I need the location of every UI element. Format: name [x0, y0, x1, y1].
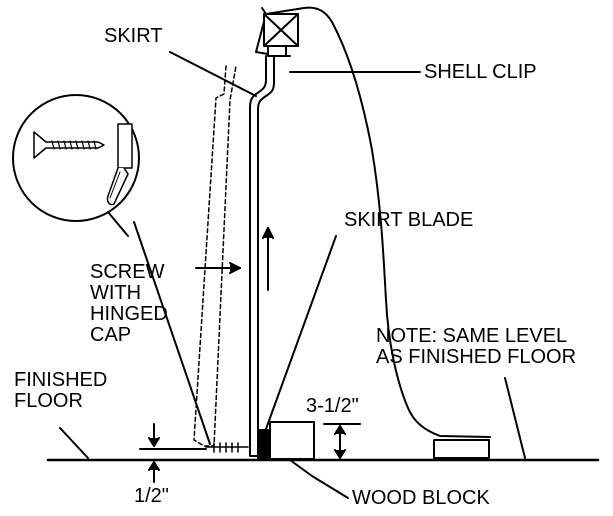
- label-skirt-blade: SKIRT BLADE: [344, 209, 474, 231]
- screw-leader: [133, 221, 211, 445]
- note-line-2: AS FINISHED FLOOR: [376, 346, 577, 368]
- finished-floor-line-2: FLOOR: [14, 390, 83, 412]
- note-line-1: NOTE: SAME LEVEL: [376, 325, 568, 347]
- screw-line-2: WITH: [90, 282, 142, 304]
- label-skirt: SKIRT: [104, 25, 163, 47]
- base-screw: [205, 442, 249, 453]
- skirt-blade-leader: [261, 235, 337, 441]
- skirt-blade-fitting: [257, 429, 269, 459]
- skirt-leader: [169, 51, 257, 97]
- label-shell-clip: SHELL CLIP: [424, 61, 537, 83]
- floor-pad: [433, 439, 490, 459]
- skirt: [249, 55, 275, 457]
- label-dim-block-height: 3-1/2": [306, 395, 359, 417]
- detail-hinged-cap: [117, 123, 133, 169]
- note-leader: [504, 377, 526, 459]
- finished-floor-line-1: FINISHED: [14, 369, 108, 391]
- label-note: NOTE: SAME LEVEL AS FINISHED FLOOR: [376, 326, 576, 368]
- detail-leader: [107, 211, 129, 237]
- label-wood-block: WOOD BLOCK: [352, 487, 490, 509]
- screw-line-3: HINGED: [90, 303, 168, 325]
- wood-block: [269, 421, 315, 460]
- detail-circle: [12, 94, 140, 222]
- hinged-skirt-dashed: [193, 65, 237, 447]
- label-dim-gap: 1/2": [134, 485, 169, 507]
- wood-block-leader: [311, 475, 349, 499]
- shell-top: [255, 7, 269, 55]
- screw-line-4: CAP: [90, 324, 132, 346]
- shell-clip: [267, 45, 287, 57]
- finished-floor-leader: [59, 427, 89, 459]
- label-finished-floor: FINISHED FLOOR: [14, 370, 107, 412]
- screw-line-1: SCREW: [90, 261, 165, 283]
- detail-screw: [33, 131, 105, 159]
- label-screw-with-hinged-cap: SCREW WITH HINGED CAP: [90, 262, 168, 346]
- shell-outline: [265, 6, 491, 438]
